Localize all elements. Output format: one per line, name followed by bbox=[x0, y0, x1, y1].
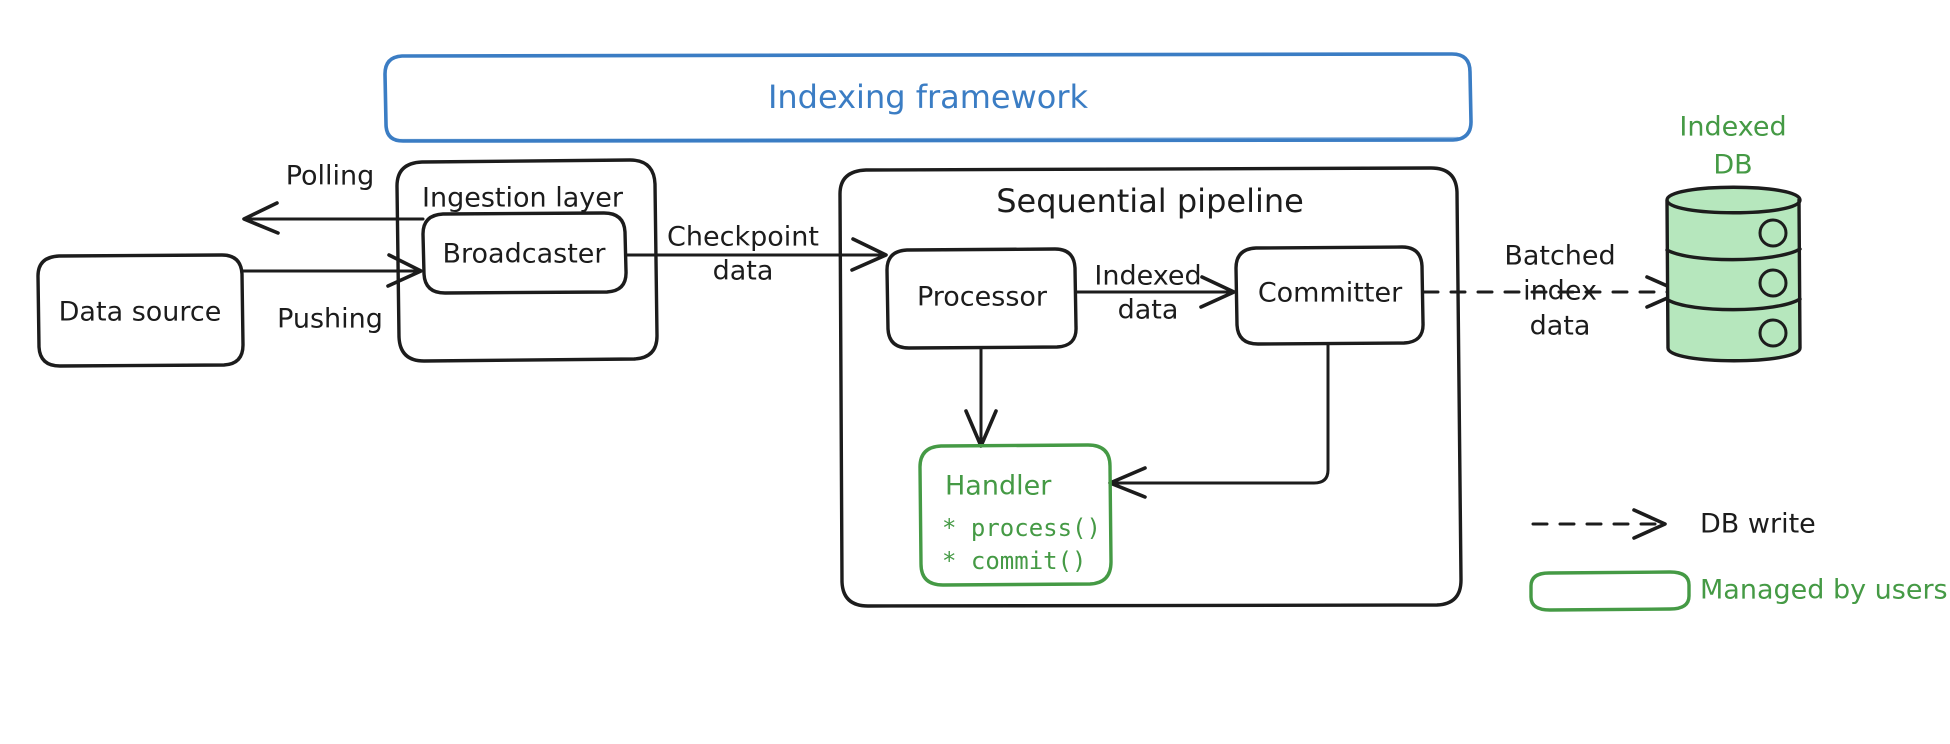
data-source-label: Data source bbox=[59, 297, 222, 328]
processor-label: Processor bbox=[917, 282, 1048, 313]
sequential-pipeline-container: Sequential pipeline bbox=[838, 166, 1463, 608]
db-cylinder-top bbox=[1665, 185, 1802, 215]
committer-node[interactable]: Committer bbox=[1234, 245, 1425, 346]
db-indicator-circle-2 bbox=[1758, 268, 1788, 298]
db-tier-divider-1 bbox=[1665, 247, 1802, 262]
handler-method-commit: * commit() bbox=[942, 547, 1087, 575]
legend-item-db-write: DB write bbox=[1531, 508, 1816, 540]
legend-managed-by-users-label: Managed by users bbox=[1700, 575, 1948, 606]
broadcaster-label: Broadcaster bbox=[443, 239, 607, 270]
handler-title: Handler bbox=[945, 471, 1052, 502]
broadcaster-node[interactable]: Broadcaster bbox=[421, 211, 628, 295]
indexed-data-edge: Indexed data bbox=[1075, 261, 1236, 326]
legend-db-write-label: DB write bbox=[1700, 509, 1816, 540]
processor-to-handler-edge bbox=[964, 347, 998, 448]
db-indicator-circle-3 bbox=[1758, 318, 1788, 348]
indexed-data-label-line1: Indexed bbox=[1094, 261, 1201, 292]
handler-node[interactable]: Handler * process() * commit() bbox=[918, 443, 1113, 587]
checkpoint-data-label-line2: data bbox=[713, 256, 774, 287]
indexed-db-node[interactable]: Indexed DB bbox=[1665, 112, 1802, 363]
sequential-pipeline-label: Sequential pipeline bbox=[996, 182, 1304, 220]
indexing-framework-container: Indexing framework bbox=[383, 52, 1473, 143]
ingestion-layer-label: Ingestion layer bbox=[422, 183, 624, 214]
checkpoint-data-edge: Checkpoint data bbox=[625, 222, 888, 287]
committer-label: Committer bbox=[1258, 278, 1403, 309]
polling-label: Polling bbox=[286, 161, 375, 192]
db-cylinder-body bbox=[1667, 188, 1800, 361]
ingestion-layer-container: Ingestion layer bbox=[395, 158, 659, 363]
processor-node[interactable]: Processor bbox=[885, 247, 1078, 350]
db-cylinder-outline bbox=[1665, 198, 1802, 363]
pushing-label: Pushing bbox=[277, 304, 383, 335]
db-indicator-circle-1 bbox=[1758, 218, 1788, 248]
pushing-edge: Pushing bbox=[241, 253, 423, 335]
polling-edge: Polling bbox=[242, 161, 425, 235]
batched-index-data-edge: Batched index data bbox=[1422, 241, 1683, 342]
batched-index-data-label-line3: data bbox=[1530, 311, 1591, 342]
legend-item-managed-by-users: Managed by users bbox=[1529, 570, 1948, 612]
committer-to-handler-edge bbox=[1108, 343, 1330, 499]
legend: DB write Managed by users bbox=[1529, 508, 1948, 612]
handler-method-process: * process() bbox=[942, 514, 1101, 542]
data-source-node[interactable]: Data source bbox=[36, 253, 245, 368]
db-tier-divider-2 bbox=[1666, 297, 1802, 312]
legend-arrowhead-icon bbox=[1632, 508, 1667, 540]
checkpoint-data-label-line1: Checkpoint bbox=[667, 222, 819, 253]
indexing-framework-label: Indexing framework bbox=[768, 78, 1089, 116]
indexed-db-label-line1: Indexed bbox=[1679, 112, 1786, 143]
batched-index-data-label-line1: Batched bbox=[1504, 241, 1615, 272]
legend-green-box-swatch bbox=[1529, 570, 1691, 612]
indexed-data-label-line2: data bbox=[1118, 295, 1179, 326]
batched-index-data-label-line2: index bbox=[1523, 276, 1597, 307]
indexed-db-label-line2: DB bbox=[1713, 150, 1752, 181]
